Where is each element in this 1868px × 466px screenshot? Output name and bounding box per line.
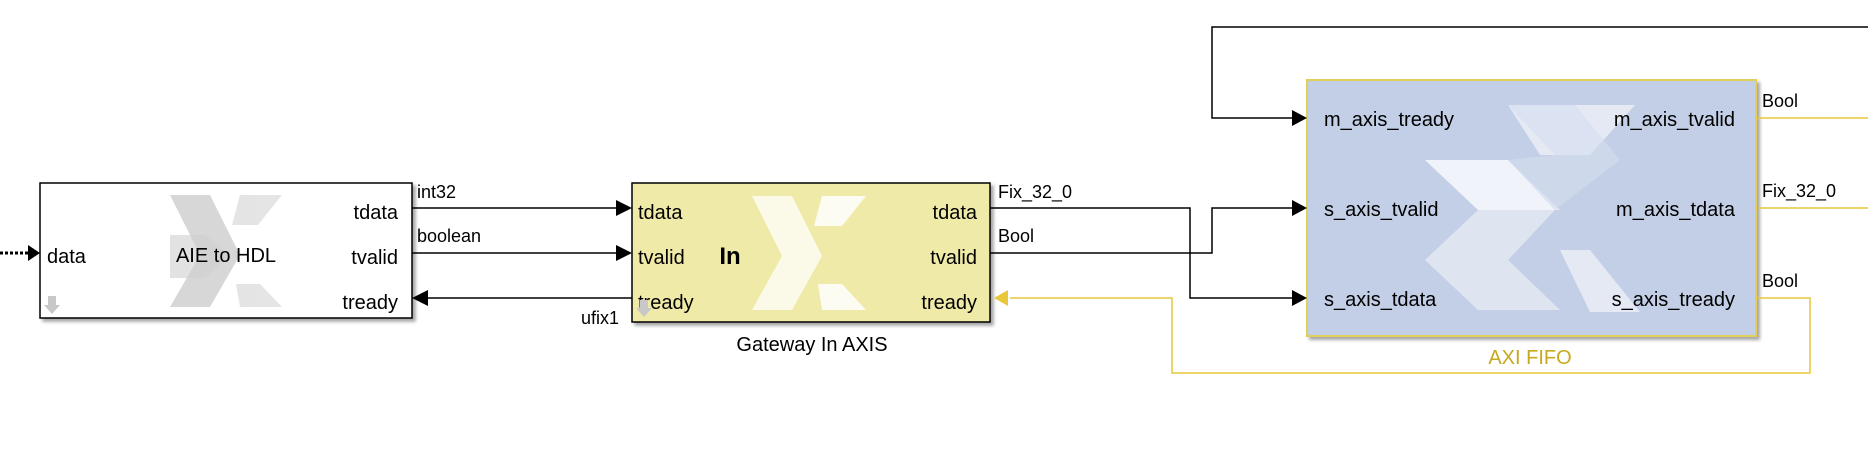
aie-port-tvalid: tvalid bbox=[351, 247, 398, 269]
xilinx-logo-icon bbox=[170, 195, 282, 307]
aie-port-data: data bbox=[47, 246, 87, 268]
signal-label-int32: int32 bbox=[417, 182, 456, 202]
down-arrow-icon bbox=[44, 296, 60, 314]
fifo-port-in-s-axis-tvalid: s_axis_tvalid bbox=[1324, 199, 1439, 221]
gw-port-out-tdata: tdata bbox=[933, 202, 978, 224]
fifo-port-in-s-axis-tdata: s_axis_tdata bbox=[1324, 289, 1437, 311]
fifo-port-out-m-axis-tvalid: m_axis_tvalid bbox=[1614, 109, 1735, 131]
block-name-gateway: Gateway In AXIS bbox=[736, 334, 887, 356]
signal-label-bool-gw: Bool bbox=[998, 226, 1034, 246]
gateway-in-badge: In bbox=[719, 243, 740, 270]
signal-label-ufix1: ufix1 bbox=[581, 308, 619, 328]
xilinx-logo-icon bbox=[1425, 105, 1640, 312]
fifo-port-out-s-axis-tready: s_axis_tready bbox=[1612, 289, 1735, 311]
signal-gw-tdata[interactable] bbox=[990, 207, 1307, 306]
gw-port-in-tvalid: tvalid bbox=[638, 247, 685, 269]
signal-label-bool-m-tvalid: Bool bbox=[1762, 91, 1798, 111]
signal-label-fix32-m-tdata: Fix_32_0 bbox=[1762, 181, 1836, 202]
input-arrow-icon bbox=[28, 245, 40, 261]
fifo-port-out-m-axis-tdata: m_axis_tdata bbox=[1616, 199, 1736, 221]
block-name-fifo: AXI FIFO bbox=[1488, 347, 1571, 369]
block-name-aie: AIE to HDL bbox=[176, 245, 276, 267]
gw-port-out-tready: tready bbox=[921, 292, 977, 314]
aie-port-tdata: tdata bbox=[354, 202, 399, 224]
down-arrow-icon bbox=[636, 300, 652, 317]
signal-gw-tvalid[interactable] bbox=[990, 200, 1307, 254]
axi-fifo-block[interactable]: m_axis_tready s_axis_tvalid s_axis_tdata… bbox=[1306, 79, 1757, 337]
xilinx-logo-icon bbox=[752, 196, 866, 310]
fifo-port-in-m-axis-tready: m_axis_tready bbox=[1324, 109, 1454, 131]
gw-port-out-tvalid: tvalid bbox=[930, 247, 977, 269]
signal-label-fix32-gw: Fix_32_0 bbox=[998, 182, 1072, 203]
gw-port-in-tready: tready bbox=[638, 292, 694, 314]
signal-aie-tvalid[interactable] bbox=[412, 245, 632, 261]
aie-port-tready: tready bbox=[342, 292, 398, 314]
signal-aie-tdata[interactable] bbox=[412, 200, 632, 216]
signal-label-bool-s-tready: Bool bbox=[1762, 271, 1798, 291]
signal-fifo-s-tready-loop[interactable] bbox=[994, 290, 1811, 374]
gateway-in-axis-block[interactable]: In tdata tvalid tready tdata tvalid trea… bbox=[631, 182, 991, 323]
signal-m-axis-tready-feedback[interactable] bbox=[1211, 26, 1868, 126]
aie-to-hdl-block[interactable]: AIE to HDL data tdata tvalid tready bbox=[39, 182, 413, 319]
signal-tready-back[interactable] bbox=[412, 290, 632, 306]
signal-label-boolean: boolean bbox=[417, 226, 481, 246]
gw-port-in-tdata: tdata bbox=[638, 202, 683, 224]
